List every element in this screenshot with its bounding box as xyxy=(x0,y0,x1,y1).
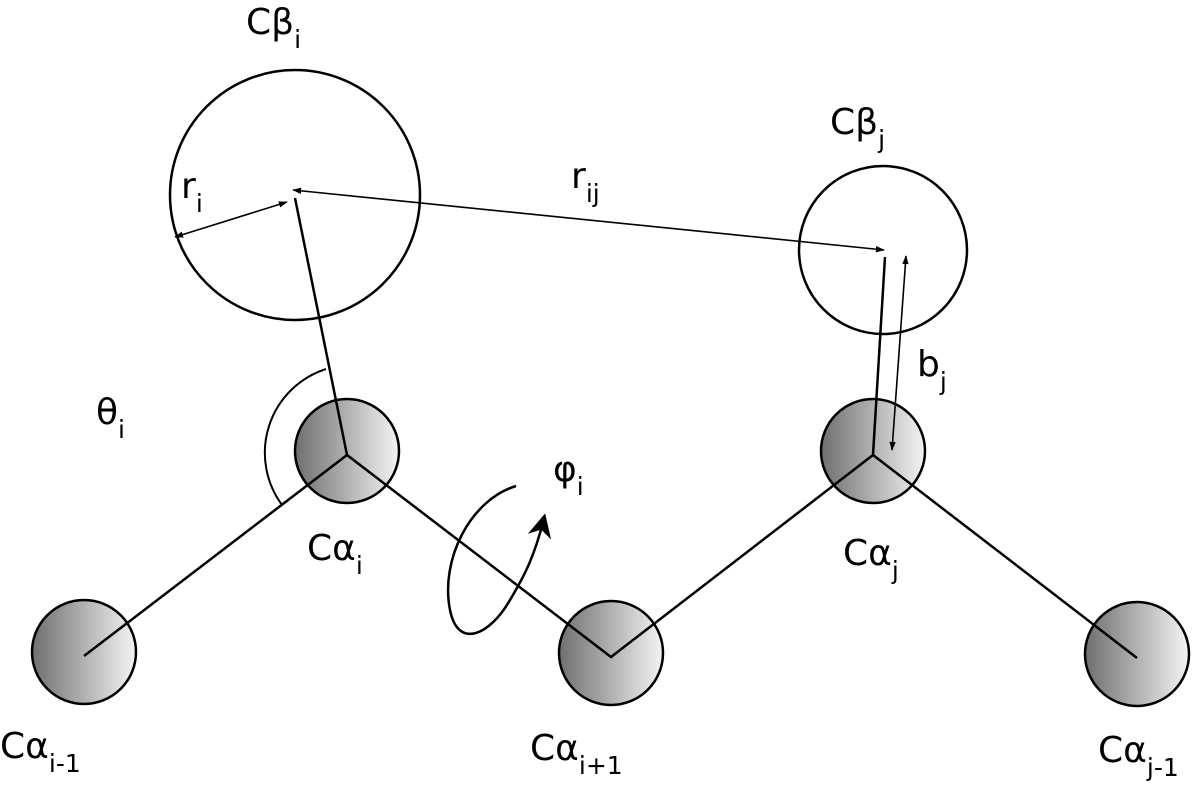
rij-distance-arrow xyxy=(292,187,885,253)
theta-i-label: θi xyxy=(96,392,125,444)
bj-label: bj xyxy=(917,344,947,396)
calpha-j-minus-1-label: Cαj-1 xyxy=(1098,730,1179,782)
theta-angle-arc xyxy=(263,368,327,506)
rij-label: rij xyxy=(571,156,600,208)
calpha-j-minus-1-atom xyxy=(1083,600,1191,708)
cbeta-j-label: Cβj xyxy=(830,102,885,154)
bj-bond-length-arrow xyxy=(889,255,909,451)
calpha-i-minus-1-label: Cαi-1 xyxy=(0,726,81,778)
ri-radius-arrow xyxy=(174,201,288,238)
phi-i-label: φi xyxy=(553,449,584,501)
calpha-j-label: Cαj xyxy=(843,533,899,585)
calpha-i-plus-1-atom xyxy=(557,599,665,707)
dihedral-rotation-arrow xyxy=(446,484,552,635)
cbeta-i-sphere xyxy=(168,68,422,322)
calpha-i-plus-1-label: Cαi+1 xyxy=(530,728,623,780)
calpha-i-label: Cαi xyxy=(307,528,363,580)
calpha-i-minus-1-atom xyxy=(30,598,138,706)
sidechain-bond-j xyxy=(871,256,887,456)
cbeta-i-label: Cβi xyxy=(246,2,301,54)
ri-label: ri xyxy=(181,166,203,218)
backbone-chain xyxy=(83,453,1138,659)
